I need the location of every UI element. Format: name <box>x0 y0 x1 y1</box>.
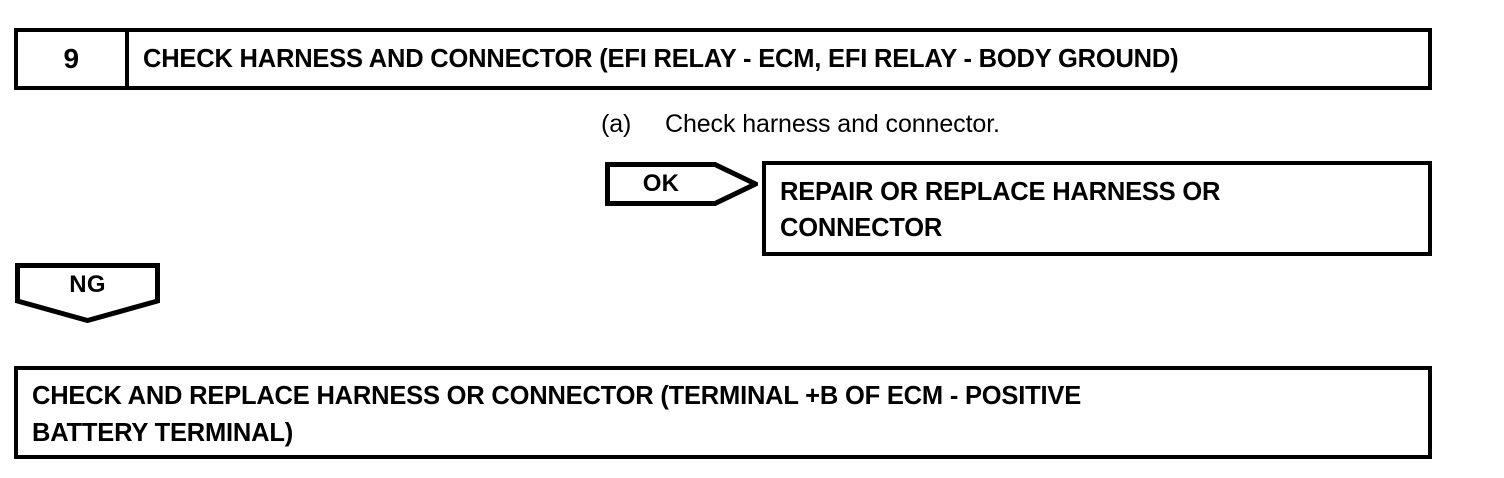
step-header-box: 9 CHECK HARNESS AND CONNECTOR (EFI RELAY… <box>14 28 1432 90</box>
final-action-line-2: BATTERY TERMINAL) <box>32 419 294 447</box>
ok-branch-arrow: OK <box>605 162 758 206</box>
ok-result-line-2: CONNECTOR <box>780 214 943 242</box>
instruction-text: Check harness and connector. <box>665 110 1000 138</box>
final-action-line-1: CHECK AND REPLACE HARNESS OR CONNECTOR (… <box>32 382 1082 410</box>
ok-result-line-1: REPAIR OR REPLACE HARNESS OR <box>780 178 1221 206</box>
step-number: 9 <box>18 32 129 86</box>
instruction-marker: (a) <box>601 110 632 138</box>
ng-branch-arrow: NG <box>15 263 160 323</box>
ng-arrow-shape <box>15 263 160 323</box>
instruction-line: (a) Check harness and connector. <box>601 110 1000 139</box>
final-action-box: CHECK AND REPLACE HARNESS OR CONNECTOR (… <box>14 366 1432 459</box>
step-title: CHECK HARNESS AND CONNECTOR (EFI RELAY -… <box>143 44 1179 73</box>
ok-arrow-shape <box>605 162 758 206</box>
ok-result-box: REPAIR OR REPLACE HARNESS OR CONNECTOR <box>762 161 1432 256</box>
